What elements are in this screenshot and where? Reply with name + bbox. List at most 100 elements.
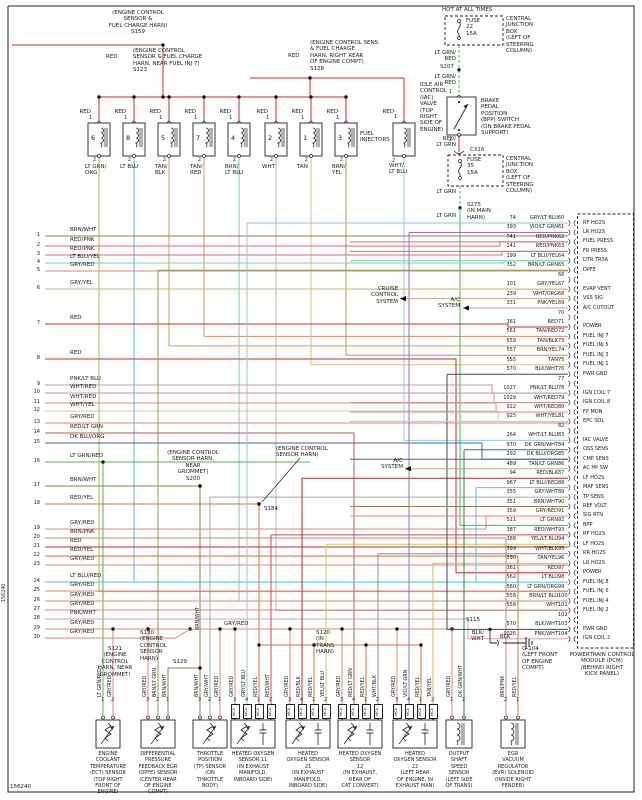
sensor-pin-number: 1: [218, 697, 222, 703]
left-row-number: 15: [33, 439, 40, 445]
left-row-wire-label: GRY/RED: [70, 582, 95, 588]
splice-s115-label: S115: [466, 617, 480, 623]
injector-pin2: 2: [304, 157, 308, 163]
pcm-wire-color: WHT/BLK: [535, 545, 558, 552]
mca-connector: MCA: [286, 704, 295, 719]
splice-dot: [233, 627, 237, 631]
pcm-pin-number: 61: [558, 224, 565, 231]
pcm-connector-icon: [568, 531, 571, 538]
pcm-pin-function: FUEL INJ 2: [583, 606, 609, 613]
left-row-number: 6: [36, 285, 40, 291]
injector-number: 4: [231, 134, 235, 142]
pcm-connector-icon: [573, 238, 576, 245]
pcm-pin-number: 89: [558, 489, 565, 496]
pcm-connector-icon: [568, 427, 571, 434]
pcm-circuit-number: 141: [506, 243, 516, 250]
sensor-wire-label: BRN/WHT: [195, 673, 200, 697]
pcm-pin-function: CMP SENS: [583, 455, 609, 462]
splice-s129-label: S129: [173, 659, 187, 665]
left-row-number: 13: [33, 419, 40, 425]
injector-number: 3: [338, 134, 342, 142]
pcm-pin-number: 67: [558, 281, 565, 288]
pcm-pin-number: 95: [558, 545, 565, 552]
pcm-pin-function: IGN COIL 2: [583, 635, 611, 642]
sensor-pin-number: 2: [208, 697, 212, 703]
coil-icon: [134, 127, 139, 148]
injector-pin1: 1: [159, 115, 163, 121]
pcm-pin-number: 78: [558, 385, 565, 392]
pin-terminal: [198, 715, 202, 720]
left-row-wire-label: RED/LT GRN: [70, 424, 103, 430]
splice-dot: [111, 627, 115, 631]
injector-wire-label: TAN: [297, 164, 308, 170]
splice-dot: [198, 484, 202, 488]
sensor-pin-number: 1: [516, 697, 520, 703]
pcm-pin-function: LR HO2S: [583, 559, 605, 566]
pcm-wire-color: DK GRN/WHT: [524, 441, 558, 448]
injector-wire-label: TAN/ RED: [190, 164, 203, 177]
pcm-pin-number: 66: [558, 271, 565, 278]
pcm-circuit-number: 970: [506, 441, 516, 448]
coil-icon: [169, 127, 174, 148]
pcm-connector-icon: [568, 550, 571, 557]
pcm-circuit-number: 560: [506, 583, 516, 590]
pcm-connector-icon: [573, 541, 576, 548]
pcm-pin-function: FUEL INJ 5: [583, 342, 609, 349]
wire-TAN/RED: [203, 158, 568, 337]
left-row-wire-label: RED/PNK: [70, 246, 95, 252]
ac-system-label: A/C SYSTEM: [381, 458, 403, 471]
wire-label-red: RED: [106, 54, 118, 60]
pcm-connector-icon: [568, 286, 571, 293]
pcm-connector-icon: [573, 437, 576, 444]
left-row-wire-label: GRY/RED: [70, 556, 95, 562]
pcm-pin-function: FUEL INJ 3: [583, 351, 609, 358]
pcm-wire-color: RED: [547, 318, 558, 325]
pcm-wire-color: WHT/ORG: [533, 290, 558, 297]
left-row-number: 18: [33, 500, 40, 506]
pcm-wire-color: TAN: [548, 356, 558, 363]
pcm-connector-icon: [568, 512, 571, 520]
pcm-circuit-number: 511: [506, 517, 516, 524]
pcm-wire-color: TAN/YEL: [537, 555, 558, 562]
left-row-wire-label: BRN/WHT: [70, 477, 97, 483]
coil-icon: [311, 127, 316, 148]
component-box: [230, 719, 276, 749]
sensor-pin-number: 3: [340, 697, 344, 703]
pcm-circuit-number: 94: [509, 470, 516, 477]
pcm-connector-icon: [573, 456, 576, 463]
pcm-connector-icon: [573, 380, 576, 387]
pcm-pin-function: REF VOLT: [583, 503, 607, 509]
pcm-wire-color: PNK/YEL: [537, 300, 558, 307]
injector-red-label: RED: [184, 109, 196, 115]
splice-dot: [312, 643, 316, 647]
sensor-wire-label: WHT/BLK: [373, 674, 378, 697]
wire-RED/LT GRN: [45, 432, 355, 715]
injector-pin2: 2: [269, 157, 273, 163]
sensor-name-label: HEATED OXYGEN SENSOR 22 (LEFT REAR OF EN…: [393, 751, 437, 790]
splice-dot: [132, 95, 136, 99]
left-row-wire-label: RED/PNK: [70, 237, 95, 243]
pin-terminal: [167, 154, 171, 158]
sensor-pin-number: 2: [376, 697, 380, 703]
pcm-connector-icon: [573, 418, 576, 425]
pcm-circuit-number: 388: [506, 536, 516, 543]
pcm-connector-icon: [573, 399, 576, 406]
sensor-name-label: DIFFERENTIAL PRESSURE FEEDBACK EGR (DPFE…: [138, 751, 178, 796]
pin-terminal: [309, 154, 313, 158]
left-row-wire-label: GRY/YEL: [70, 280, 93, 286]
left-row-wire-label: GRY/RED: [70, 592, 95, 598]
splice-s275-label: S275 (IN MAIN HARN): [467, 202, 491, 221]
pcm-circuit-number: 101: [506, 281, 516, 288]
pcm-wire-color: BRN/LT GRN: [527, 262, 558, 269]
splice-dot: [146, 627, 150, 631]
pcm-wire-color: WHT: [546, 602, 558, 609]
pin-terminal: [166, 715, 170, 720]
injector-wire-label: TAN/ BLK: [155, 164, 168, 177]
left-row-wire-label: BRN/PNK: [70, 529, 95, 535]
pcm-connector-icon: [573, 446, 576, 453]
injector-wire-label: BRN/ LT BLU: [225, 164, 244, 177]
pcm-connector-icon: [573, 314, 576, 321]
contact-dot: [457, 100, 461, 104]
injector-pin2: 2: [197, 157, 201, 163]
